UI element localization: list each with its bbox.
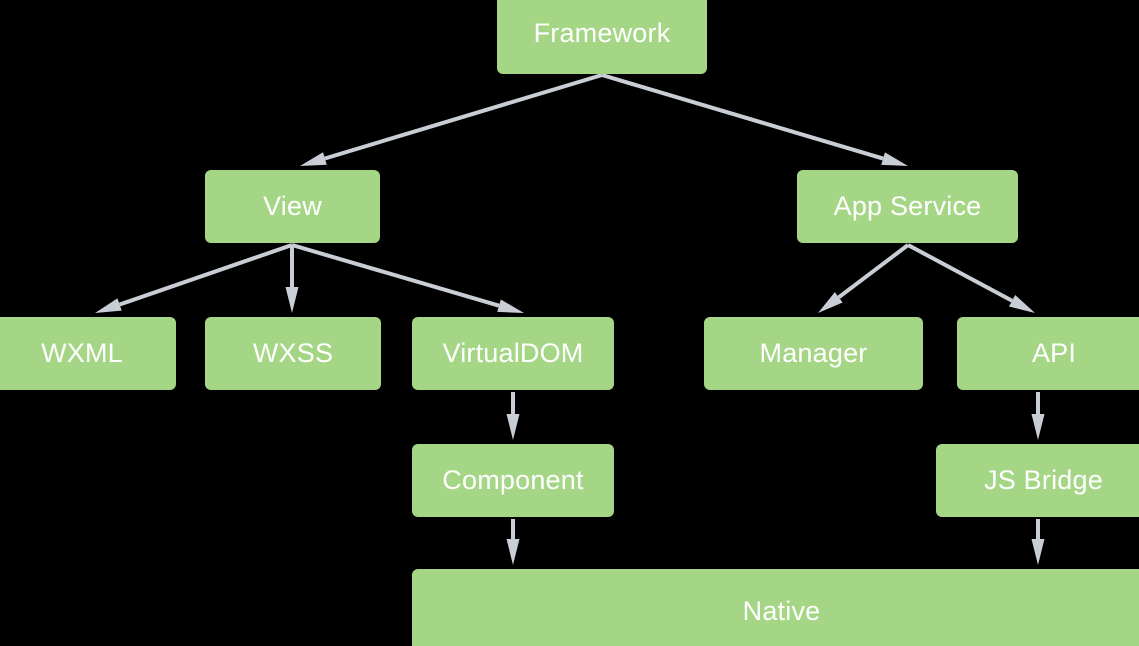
edge-shaft xyxy=(837,243,910,299)
node-wxss[interactable]: WXSS xyxy=(205,317,381,390)
node-label-wxml: WXML xyxy=(41,338,123,368)
node-framework[interactable]: Framework xyxy=(497,0,707,74)
node-virtualdom[interactable]: VirtualDOM xyxy=(412,317,614,390)
node-app-service[interactable]: App Service xyxy=(797,170,1018,243)
node-label-component: Component xyxy=(442,465,584,495)
edge-arrowhead xyxy=(95,298,122,313)
edge-arrowhead xyxy=(300,152,327,166)
edge-shaft xyxy=(291,243,500,308)
edge-arrowhead xyxy=(285,287,299,313)
node-component[interactable]: Component xyxy=(412,444,614,517)
node-label-api: API xyxy=(1031,338,1077,368)
edge-arrowhead xyxy=(881,152,908,166)
edge-view-to-wxss xyxy=(285,245,299,313)
edge-app-service-to-manager xyxy=(818,243,910,313)
node-manager[interactable]: Manager xyxy=(704,317,923,390)
edge-js-bridge-to-native xyxy=(1031,519,1045,565)
edge-arrowhead xyxy=(506,414,520,440)
edge-arrowhead xyxy=(1031,539,1045,565)
edge-shaft xyxy=(118,243,293,307)
edge-view-to-virtualdom xyxy=(291,243,524,313)
node-view[interactable]: View xyxy=(205,170,380,243)
node-label-app-service: App Service xyxy=(833,191,982,221)
node-label-virtualdom: VirtualDOM xyxy=(442,338,584,368)
node-native[interactable]: Native xyxy=(412,569,1139,646)
edge-component-to-native xyxy=(506,519,520,565)
edge-shaft xyxy=(601,73,884,161)
edge-api-to-js-bridge xyxy=(1031,392,1045,440)
node-label-view: View xyxy=(263,191,322,221)
node-label-manager: Manager xyxy=(759,338,868,368)
node-wxml[interactable]: WXML xyxy=(0,317,176,390)
node-label-wxss: WXSS xyxy=(252,338,334,368)
node-label-native: Native xyxy=(742,596,821,626)
edge-framework-to-app-service xyxy=(601,73,908,166)
edge-app-service-to-api xyxy=(907,243,1035,313)
node-js-bridge[interactable]: JS Bridge xyxy=(936,444,1139,517)
edge-arrowhead xyxy=(1009,295,1035,313)
node-label-js-bridge: JS Bridge xyxy=(984,465,1103,495)
node-label-framework: Framework xyxy=(533,17,671,48)
edge-framework-to-view xyxy=(300,73,603,166)
edge-arrowhead xyxy=(818,292,843,313)
edge-shaft xyxy=(324,73,603,161)
edge-shaft xyxy=(907,243,1014,303)
edge-arrowhead xyxy=(1031,414,1045,440)
edge-virtualdom-to-component xyxy=(506,392,520,440)
node-api[interactable]: API xyxy=(957,317,1139,390)
edge-view-to-wxml xyxy=(95,243,293,313)
edge-arrowhead xyxy=(497,299,524,313)
edge-arrowhead xyxy=(506,539,520,565)
